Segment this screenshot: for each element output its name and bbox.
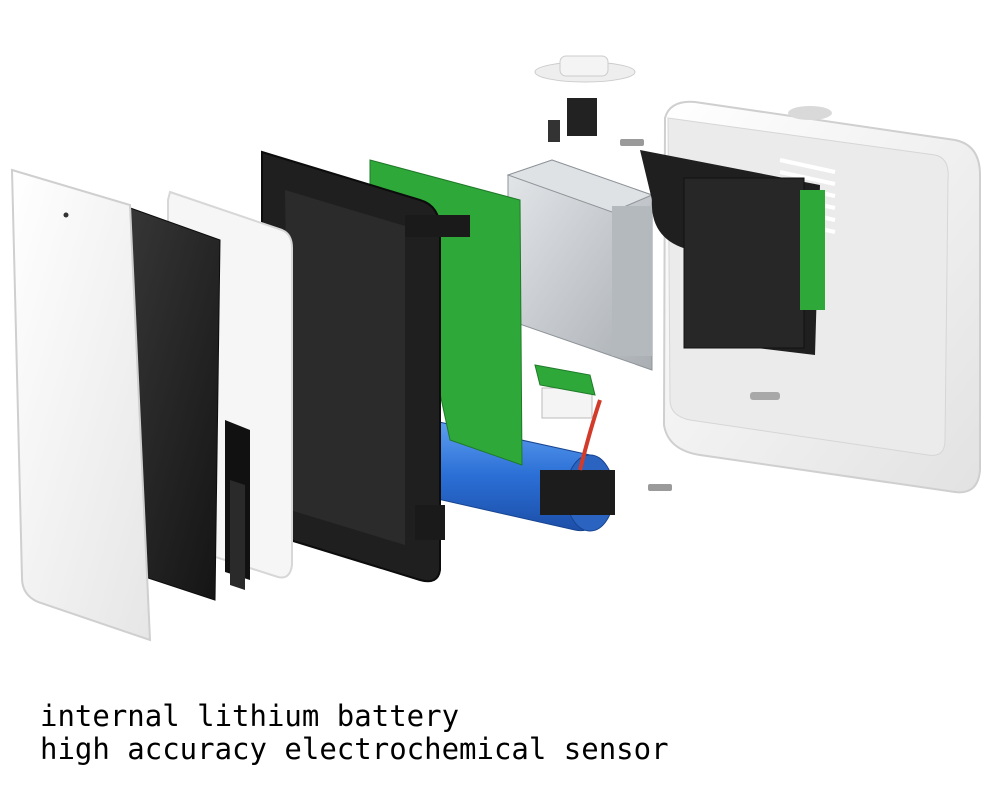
caption-sensor: high accuracy electrochemical sensor bbox=[40, 732, 669, 766]
exploded-device-illustration bbox=[10, 55, 981, 642]
housing-screw bbox=[750, 392, 780, 400]
top-hole bbox=[788, 106, 832, 120]
sensor-holder-bracket bbox=[640, 150, 825, 355]
small-screw bbox=[620, 139, 672, 491]
top-connector bbox=[534, 55, 636, 142]
electrochemical-sensor-module bbox=[506, 159, 654, 371]
inner-frame bbox=[261, 150, 470, 583]
battery-wire bbox=[578, 399, 602, 471]
battery-clip bbox=[540, 470, 615, 515]
caption-battery: internal lithium battery bbox=[40, 699, 460, 733]
front-glass-cover bbox=[10, 168, 152, 642]
lithium-battery bbox=[419, 387, 615, 532]
